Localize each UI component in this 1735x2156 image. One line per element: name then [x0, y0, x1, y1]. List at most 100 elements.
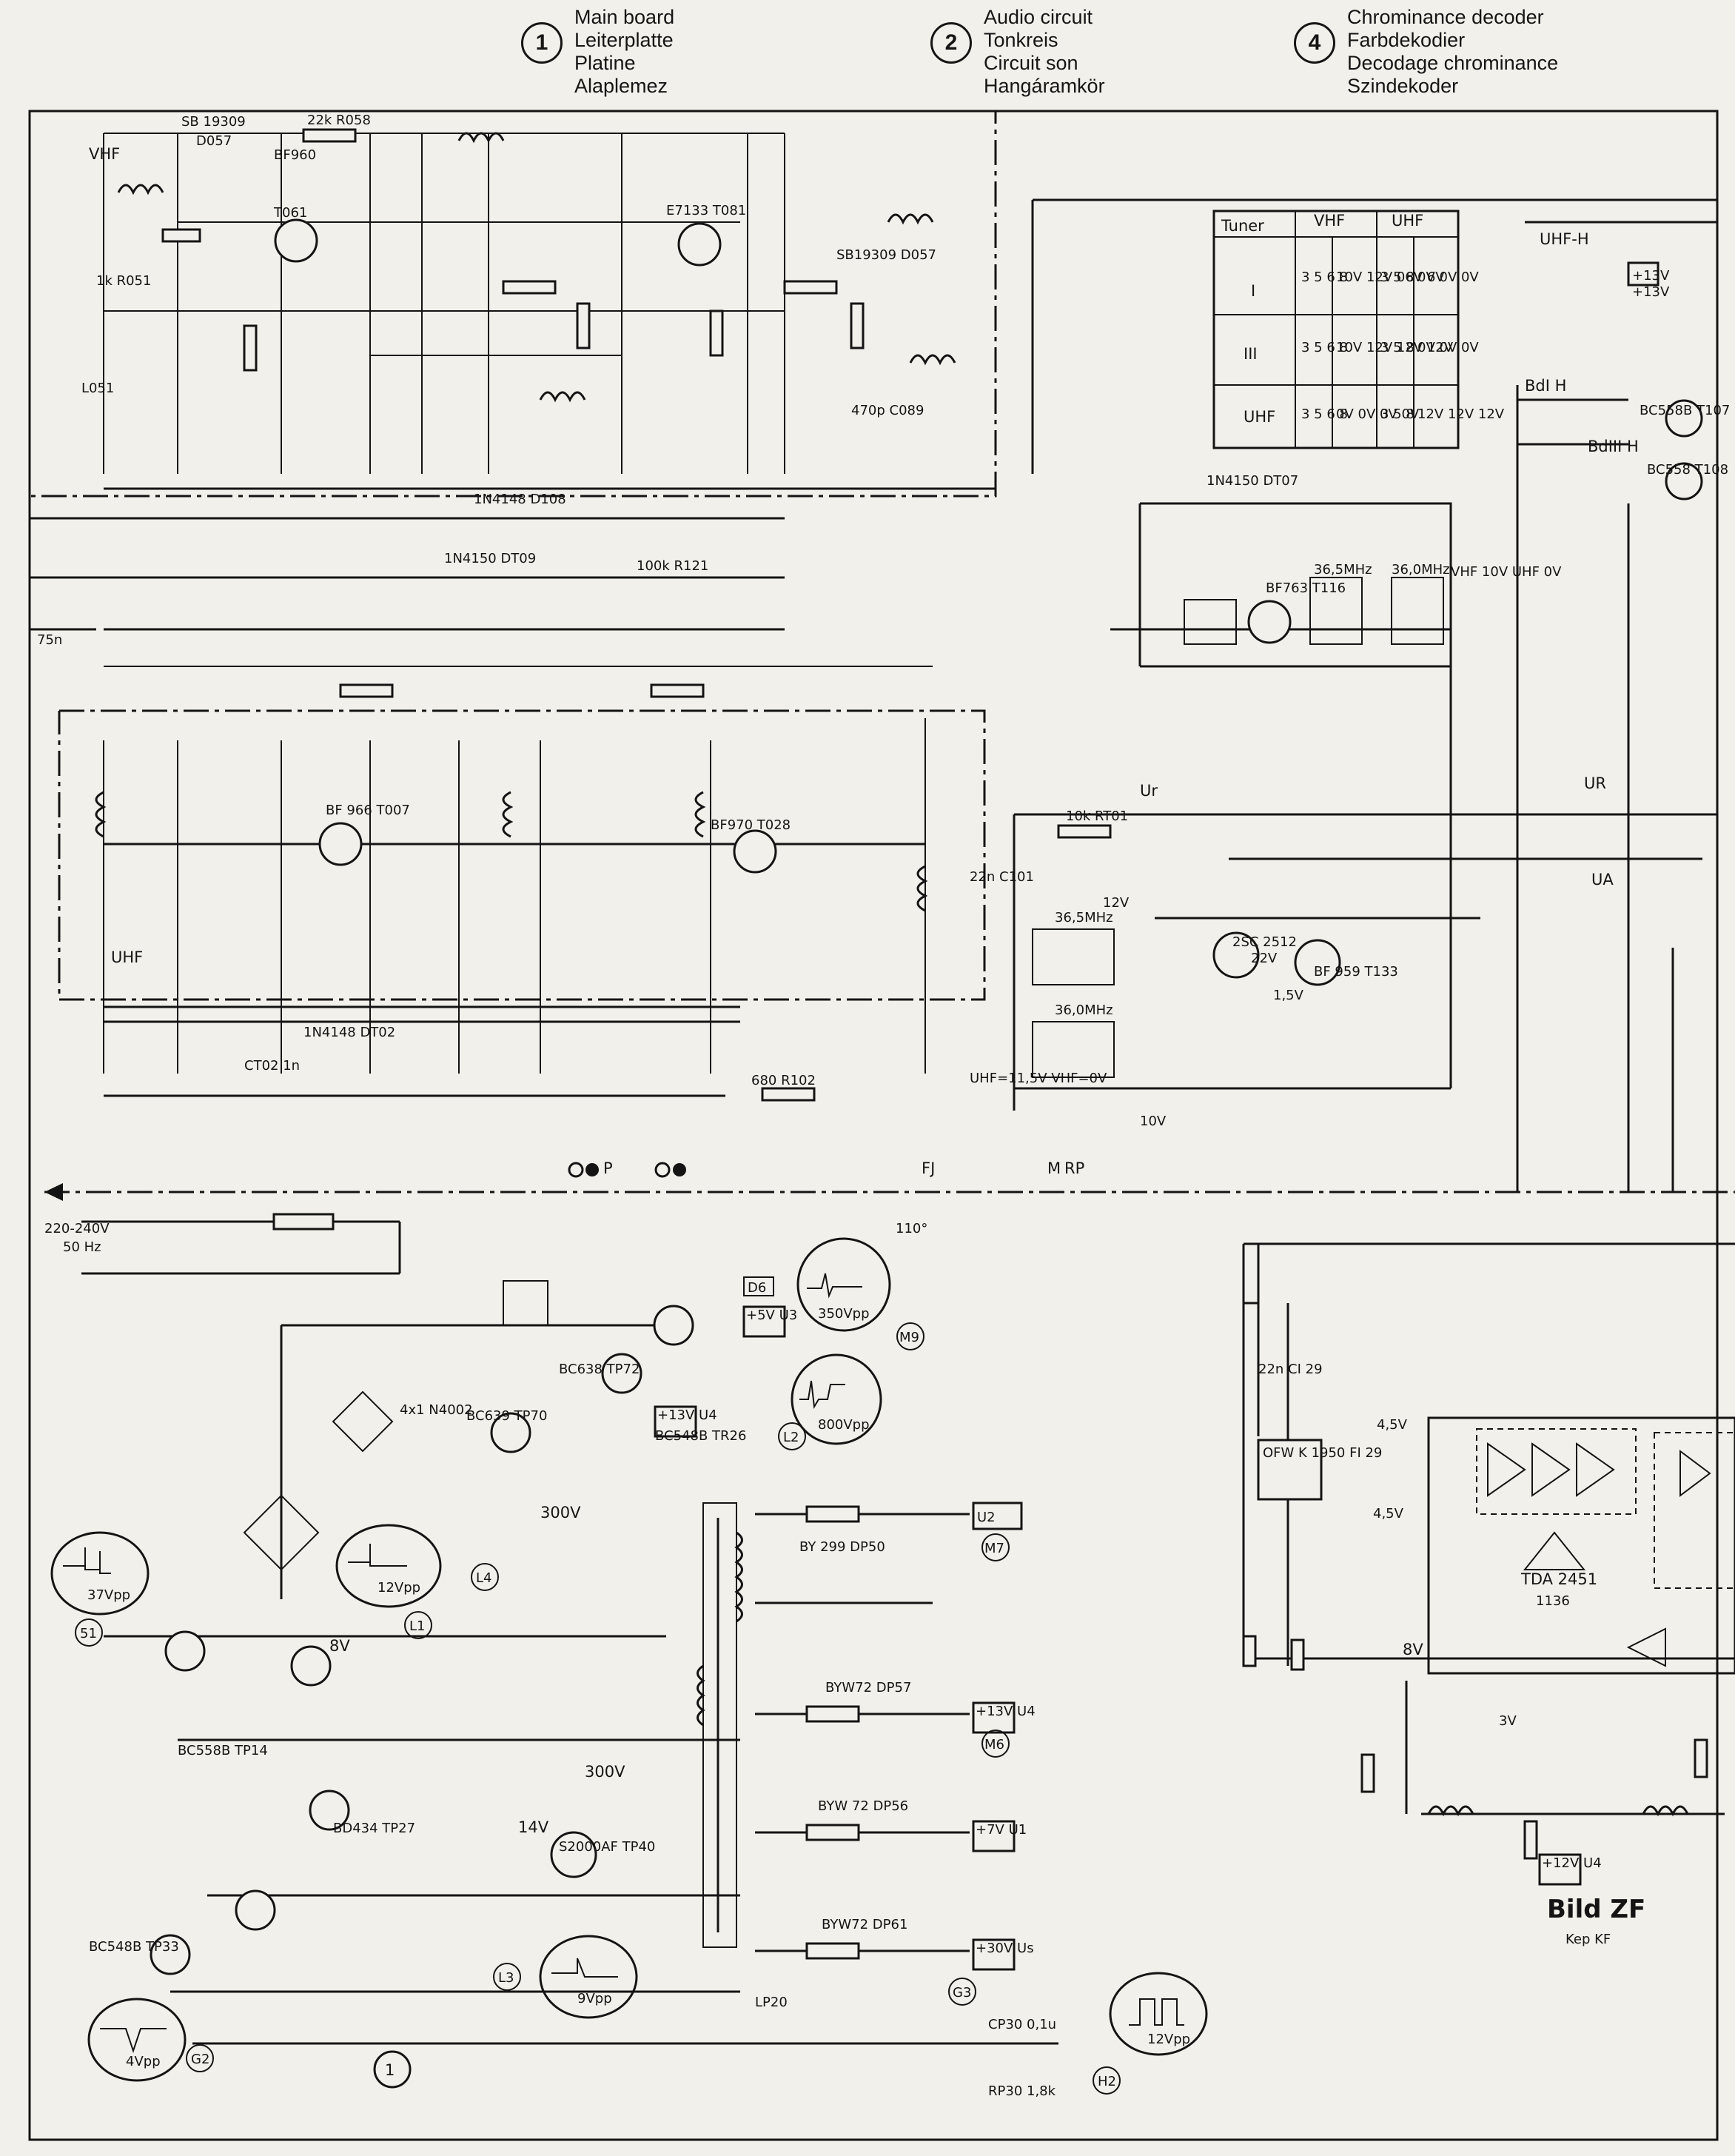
svg-text:E7133 T081: E7133 T081 — [666, 203, 746, 218]
header-audio-circuit: 2 Audio circuit Tonkreis Circuit son Han… — [930, 6, 1105, 98]
transistor-t133 — [1294, 939, 1341, 986]
svg-text:10k RT01: 10k RT01 — [1066, 808, 1128, 824]
table-cell: 3 5 6 8 — [1301, 406, 1348, 422]
scope-waveform-g2: 4Vpp G2 — [87, 1998, 214, 2082]
supply-box — [972, 1938, 1016, 1971]
table-band: UHF — [1244, 408, 1275, 426]
svg-text:22V: 22V — [1251, 951, 1278, 966]
footer-circle: 1 — [385, 2061, 395, 2079]
section-number: 1 — [521, 22, 563, 64]
ua-label: UA — [1591, 871, 1614, 888]
svg-text:S2000AF TP40: S2000AF TP40 — [559, 1839, 655, 1855]
header-line: Hangáramkör — [984, 75, 1105, 97]
kep-kf-label: Kep KF — [1565, 1932, 1611, 1947]
table-cell: 0V 0V 0V 0V — [1336, 406, 1420, 422]
svg-text:BF 959 T133: BF 959 T133 — [1314, 964, 1398, 980]
header-line: Tonkreis — [984, 29, 1058, 51]
test-point: M7 — [984, 1541, 1004, 1556]
svg-text:BYW72 DP61: BYW72 DP61 — [822, 1917, 907, 1932]
svg-text:1N4148 D108: 1N4148 D108 — [474, 492, 566, 507]
scope-waveform-m9: 800Vpp L2 M9 — [778, 1322, 924, 1450]
connector-p-open — [568, 1162, 584, 1178]
header-line: Leiterplatte — [574, 29, 674, 51]
scope-label: 12Vpp — [377, 1580, 420, 1596]
svg-text:BC558B T107: BC558B T107 — [1640, 403, 1730, 418]
svg-text:CP30 0,1u: CP30 0,1u — [988, 2017, 1056, 2032]
supply-box — [742, 1305, 786, 1338]
vhf-boundary — [30, 110, 997, 498]
scope-label: 12Vpp — [1147, 2032, 1190, 2047]
supply-box — [1538, 1853, 1582, 1886]
svg-text:D057: D057 — [196, 133, 232, 149]
svg-text:RP30 1,8k: RP30 1,8k — [988, 2083, 1056, 2099]
scope-label: 37Vpp — [87, 1587, 130, 1603]
header-line: Decodage chrominance — [1347, 52, 1559, 74]
scope-label: 800Vpp — [818, 1417, 870, 1433]
supply-box-label: +5V U3 — [746, 1308, 797, 1323]
svg-text:+13V: +13V — [1632, 268, 1670, 284]
voltage-label: 8V — [329, 1637, 350, 1655]
table-cell: 12V 12V 12V — [1417, 406, 1505, 422]
if-amplifier-block: 36,5MHz 36,0MHz VHF 10V UHF 0V 1N4150 DT… — [970, 473, 1717, 1129]
vhf-switch-label: VHF 10V UHF 0V — [1451, 564, 1562, 580]
svg-text:10V: 10V — [1140, 1114, 1167, 1129]
test-point: L4 — [476, 1570, 491, 1586]
transformer-lp40 — [702, 1502, 737, 1948]
connector-label: P — [603, 1159, 613, 1177]
svg-text:1k R051: 1k R051 — [96, 273, 151, 289]
transistor-t127 — [1212, 931, 1260, 979]
ofw-filter — [1257, 1439, 1323, 1501]
table-cell: 0V 0V 0V — [1417, 340, 1479, 355]
svg-text:BF 966 T007: BF 966 T007 — [326, 803, 410, 818]
svg-text:CT02 1n: CT02 1n — [244, 1058, 300, 1074]
angle-label: 110° — [896, 1221, 927, 1236]
header-line: Szindekoder — [1347, 75, 1459, 97]
supply-box-label: +13V U4 — [976, 1704, 1036, 1719]
transistor-tr26 — [653, 1305, 694, 1346]
freq-label: 36,0MHz — [1392, 562, 1450, 578]
transistor-t107 — [1665, 399, 1703, 438]
mains-label: 220-240V — [44, 1221, 110, 1236]
transistor-t116 — [1247, 600, 1292, 644]
section-number: 4 — [1294, 22, 1335, 64]
svg-text:22n CI 29: 22n CI 29 — [1258, 1362, 1323, 1377]
table-cell: 3 5 6 8 — [1301, 270, 1348, 285]
svg-text:1N4150 DT07: 1N4150 DT07 — [1207, 473, 1298, 489]
svg-text:4x1 N4002: 4x1 N4002 — [400, 1402, 473, 1418]
test-point: 51 — [80, 1626, 97, 1641]
uhf-h-block: UHF-H BdI H BdIII H +13V BC558B T107 BC5… — [1031, 198, 1730, 500]
vhf-tuner-block: VHF SB 19309 D057 22k R058 BF960 T061 E7… — [30, 110, 997, 631]
voltage-label: 3V — [1499, 1713, 1517, 1729]
supply-box-label: U2 — [977, 1510, 996, 1525]
ic-subname: 1136 — [1536, 1593, 1570, 1609]
transistor-tp27 — [309, 1790, 350, 1831]
header-main-board: 1 Main board Leiterplatte Platine Alaple… — [521, 6, 674, 98]
uhf-tuner-block: UHF BF 966 T007 BF970 T028 10k RT01 680 … — [58, 666, 1128, 1102]
svg-text:T061: T061 — [273, 205, 307, 221]
svg-text:BC548B TP33: BC548B TP33 — [89, 1939, 179, 1955]
test-point: L2 — [783, 1430, 799, 1445]
table-header-tuner: Tuner — [1221, 217, 1264, 235]
svg-text:1,5V: 1,5V — [1273, 988, 1304, 1003]
svg-text:1N4150 DT09: 1N4150 DT09 — [444, 551, 536, 566]
uhf-boundary — [58, 709, 986, 1001]
transistor-tp33 — [150, 1934, 191, 1975]
voltage-label: 4,5V — [1377, 1417, 1408, 1433]
table-band: I — [1251, 282, 1255, 300]
scope-label: 350Vpp — [818, 1306, 870, 1322]
header-line: Platine — [574, 52, 636, 74]
transistor-t061 — [274, 218, 318, 263]
bdiii-h-label: BdIII H — [1588, 438, 1639, 455]
svg-text:SB19309 D057: SB19309 D057 — [836, 247, 936, 263]
table-header-vhf: VHF — [1314, 212, 1345, 230]
voltage-label: 14V — [518, 1818, 549, 1836]
svg-text:22k R058: 22k R058 — [307, 113, 371, 128]
test-point: M6 — [984, 1737, 1004, 1752]
svg-text:BD434 TP27: BD434 TP27 — [333, 1821, 415, 1836]
tuner-voltage-table: Tuner VHF UHF I III UHF 3 5 6 8 10V 12V … — [1212, 210, 1505, 449]
svg-text:BY 299 DP50: BY 299 DP50 — [799, 1539, 885, 1555]
svg-text:LP20: LP20 — [755, 1995, 788, 2010]
scope-waveform-h2: 12Vpp H2 — [1093, 1972, 1208, 2095]
connector-label: M — [1047, 1159, 1061, 1177]
